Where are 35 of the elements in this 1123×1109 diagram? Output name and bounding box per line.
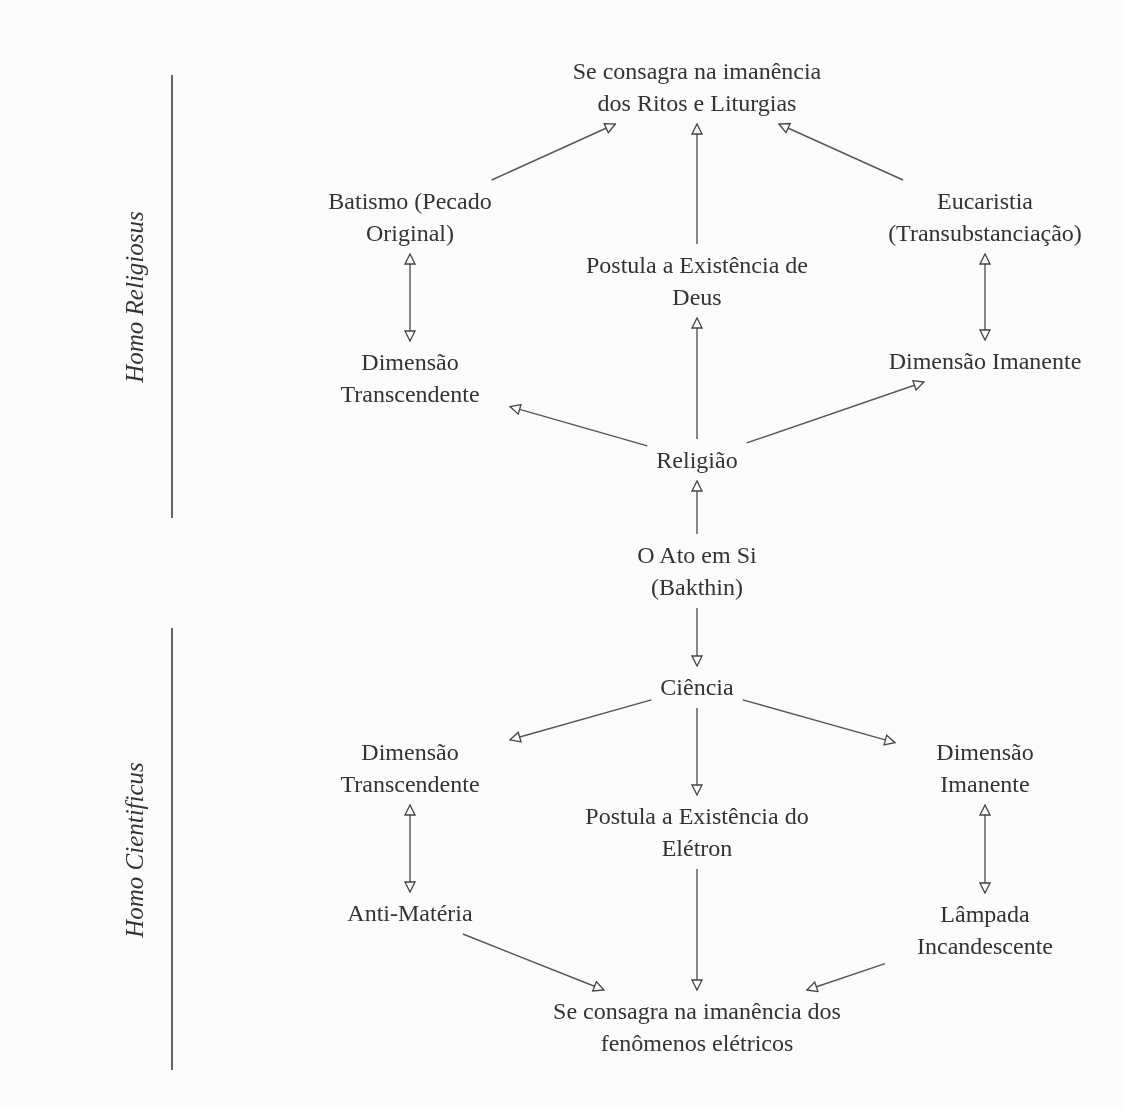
concept-text: Dimensão Transcendente [315, 346, 505, 410]
concept-text: Postula a Existência do Elétron [557, 800, 837, 864]
arrow [979, 253, 991, 341]
arrow [509, 403, 649, 447]
arrow [778, 122, 904, 181]
arrow [691, 607, 703, 667]
arrow [979, 804, 991, 894]
concept-text: Ciência [656, 671, 738, 703]
arrow [404, 253, 416, 342]
arrow [691, 123, 703, 245]
arrow [691, 317, 703, 440]
arrow [691, 868, 703, 991]
concept-text: Postula a Existência de Deus [562, 249, 832, 313]
arrow [745, 379, 925, 444]
concept-text: Se consagra na imanência dos Ritos e Liturgias [552, 55, 842, 119]
arrow [691, 480, 703, 535]
concept-text: O Ato em Si (Bakthin) [622, 539, 772, 603]
concept-text: Eucaristia (Transubstanciação) [865, 185, 1105, 249]
arrow [509, 699, 653, 743]
arrow [691, 707, 703, 796]
concept-text: Religião [652, 444, 742, 476]
concept-text: Dimensão Imanente [884, 345, 1086, 377]
concept-text: Se consagra na imanência dos fenômenos elétricos [547, 995, 847, 1059]
concept-text: Batismo (Pecado Original) [305, 185, 515, 249]
concept-text: Dimensão Transcendente [315, 736, 505, 800]
concept-text: Lâmpada Incandescente [890, 898, 1080, 962]
arrow [404, 804, 416, 893]
concept-text: Anti-Matéria [343, 897, 477, 929]
side-label: Homo Religiosus [120, 211, 150, 383]
arrow [741, 699, 896, 746]
arrow [462, 933, 605, 992]
concept-text: Dimensão Imanente [900, 736, 1070, 800]
arrow [491, 122, 617, 181]
arrow [806, 962, 886, 993]
side-label: Homo Cientificus [120, 762, 150, 938]
